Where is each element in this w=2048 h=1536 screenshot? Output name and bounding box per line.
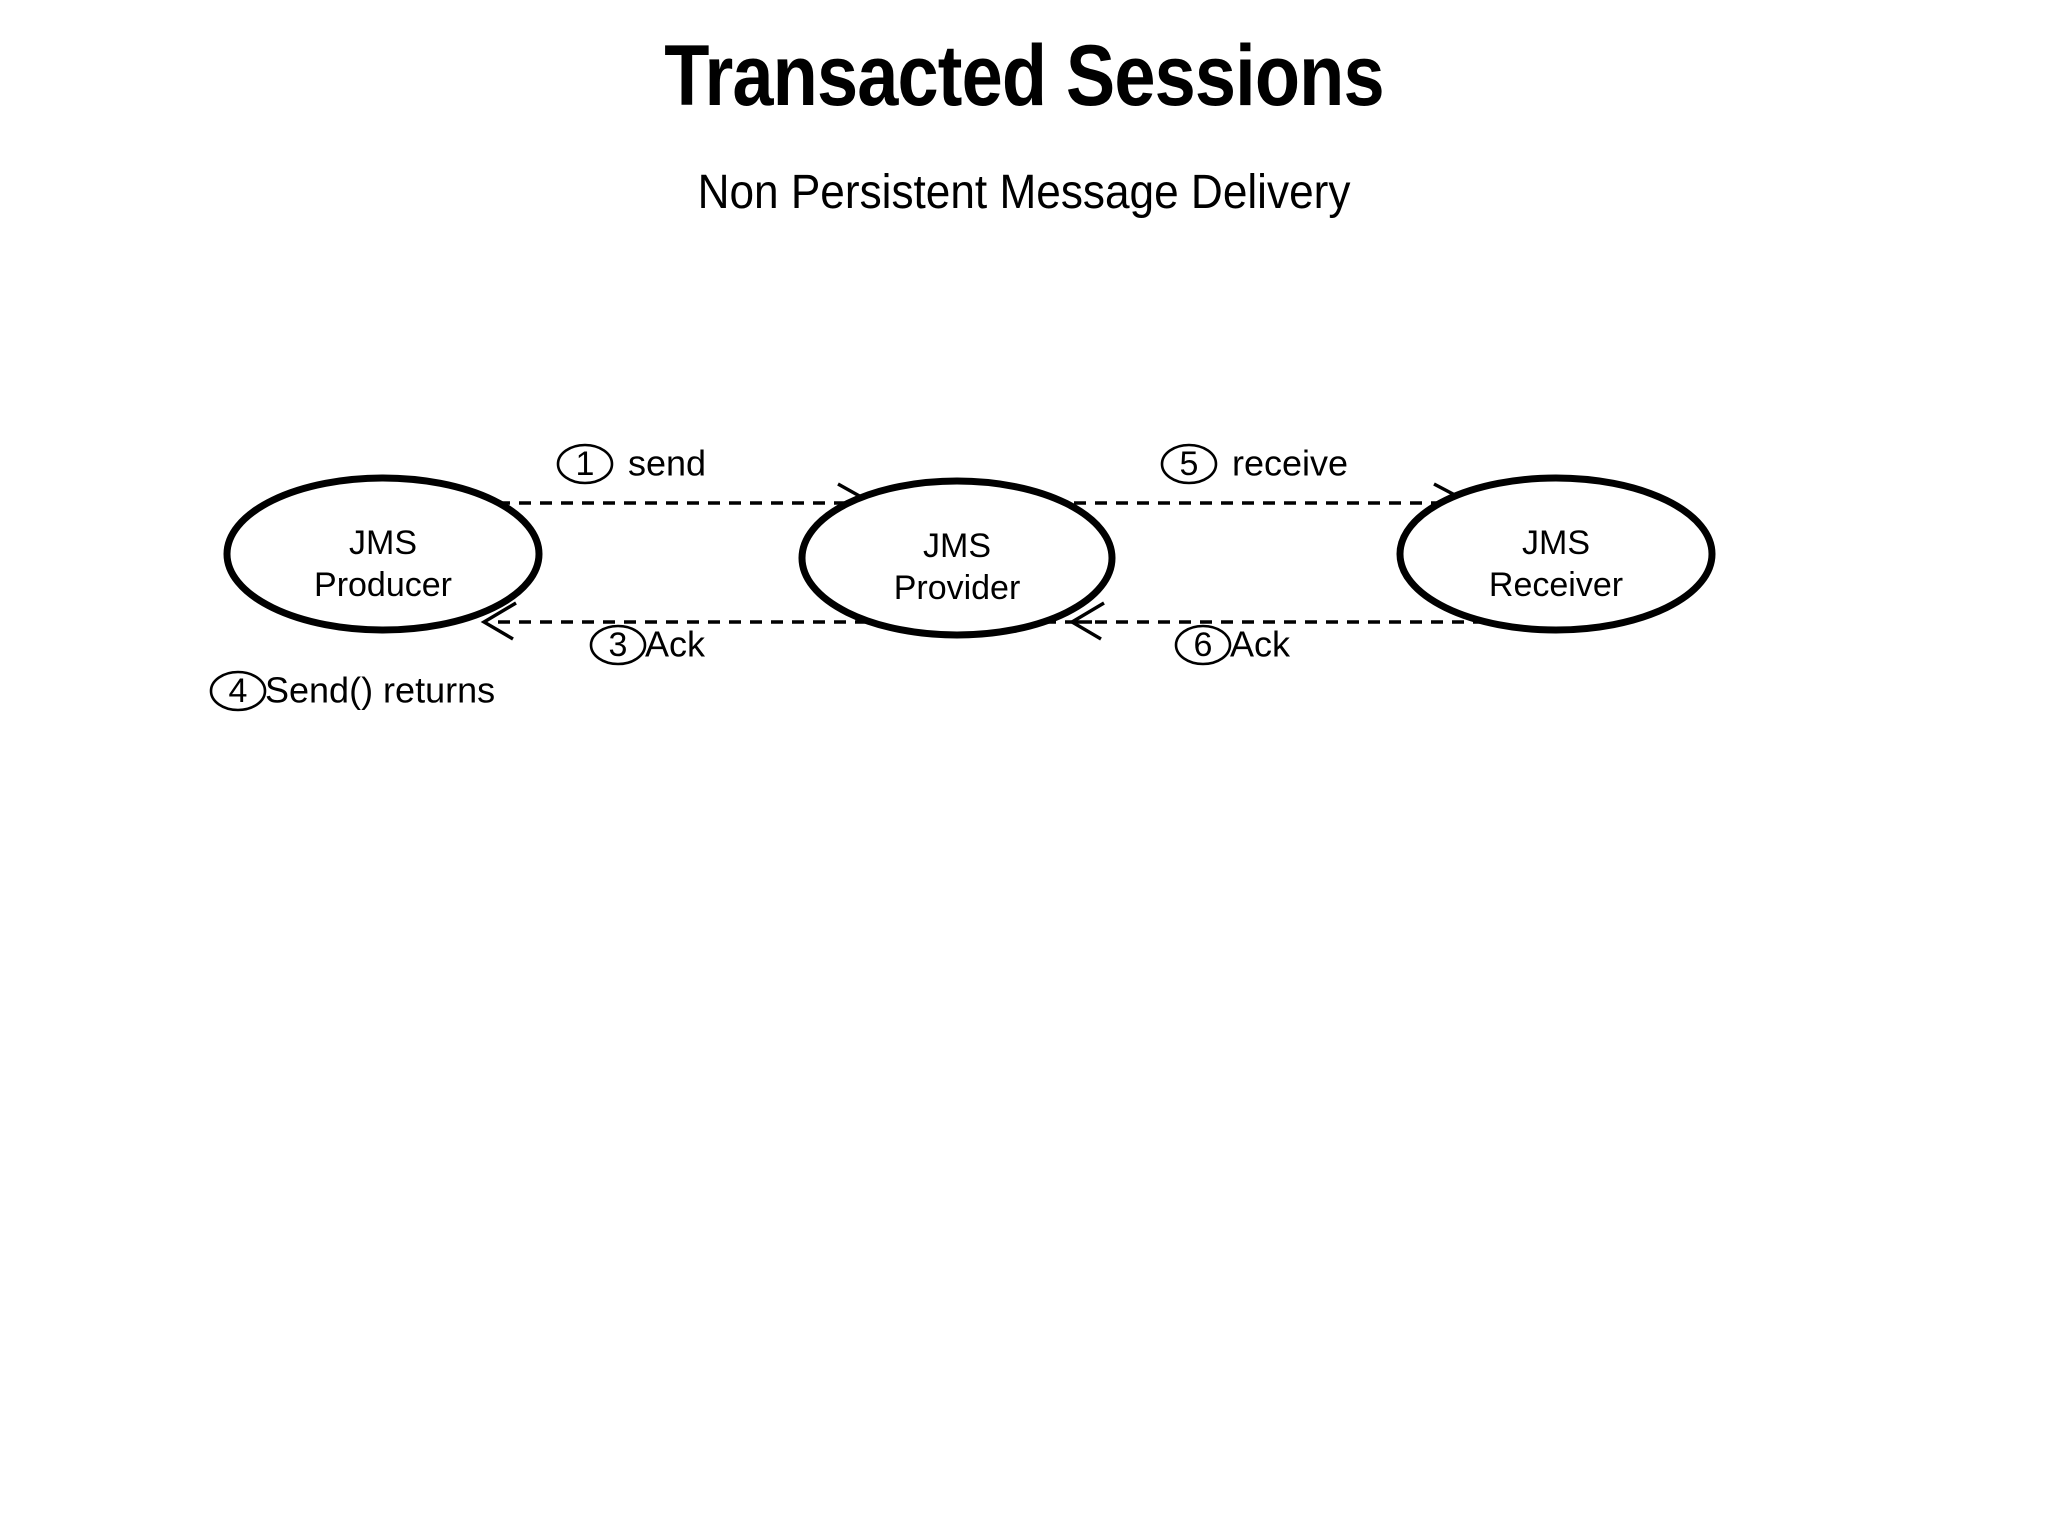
node-jms-receiver-shape bbox=[1396, 474, 1716, 634]
flow-ack-2-label-group: 6 Ack bbox=[1174, 624, 1291, 666]
flow-send bbox=[498, 482, 876, 519]
node-jms-receiver-line1: JMS bbox=[1522, 524, 1590, 562]
node-jms-producer-shape bbox=[223, 474, 543, 634]
node-jms-receiver-line2: Receiver bbox=[1489, 566, 1623, 604]
node-jms-provider-line1: JMS bbox=[923, 527, 991, 565]
badge-3-ring bbox=[589, 624, 647, 666]
flow-ack-1-label: Ack bbox=[645, 624, 706, 665]
badge-5-ring bbox=[1160, 443, 1218, 485]
node-jms-producer-line2: Producer bbox=[314, 566, 452, 604]
badge-1-number: 1 bbox=[576, 445, 595, 483]
page-subtitle: Non Persistent Message Delivery bbox=[697, 166, 1351, 219]
flow-ack-1-arrowhead bbox=[480, 601, 517, 641]
flow-ack-2 bbox=[1068, 601, 1500, 641]
badge-4-ring bbox=[209, 670, 267, 712]
flow-ack-1-label-group: 3 Ack bbox=[589, 624, 706, 666]
flow-receive bbox=[1074, 482, 1474, 520]
badge-5-number: 5 bbox=[1180, 445, 1199, 483]
page-title: Transacted Sessions bbox=[664, 28, 1384, 124]
flow-send-label-group: 1 send bbox=[556, 443, 706, 485]
flow-ack-2-arrowhead bbox=[1068, 601, 1105, 641]
node-jms-receiver[interactable]: JMS Receiver bbox=[1396, 474, 1716, 634]
node-jms-producer[interactable]: JMS Producer bbox=[223, 474, 543, 634]
flow-receive-label-group: 5 receive bbox=[1160, 443, 1348, 485]
node-jms-provider-line2: Provider bbox=[894, 569, 1021, 607]
badge-4-number: 4 bbox=[229, 672, 248, 710]
node-jms-producer-line1: JMS bbox=[349, 524, 417, 562]
note-send-returns-group: 4 Send() returns bbox=[209, 670, 495, 712]
flow-send-label: send bbox=[628, 443, 706, 484]
flow-ack-2-label: Ack bbox=[1230, 624, 1291, 665]
node-jms-provider-shape bbox=[798, 477, 1116, 639]
badge-6-number: 6 bbox=[1194, 626, 1213, 664]
badge-6-ring bbox=[1174, 624, 1232, 666]
badge-3-number: 3 bbox=[609, 626, 628, 664]
flow-receive-label: receive bbox=[1232, 443, 1348, 484]
note-send-returns-label: Send() returns bbox=[265, 670, 495, 711]
badge-1-ring bbox=[556, 443, 614, 485]
node-jms-provider[interactable]: JMS Provider bbox=[798, 477, 1116, 639]
